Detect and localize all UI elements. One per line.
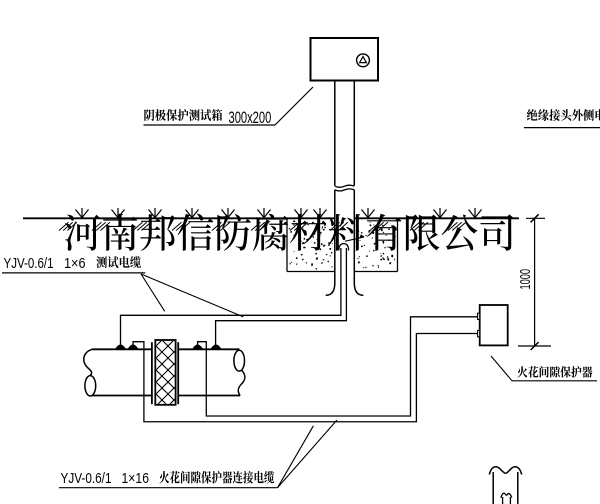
- svg-text:YJV-0.6/1: YJV-0.6/1: [4, 255, 54, 272]
- svg-text:1×16: 1×16: [122, 470, 150, 487]
- svg-text:300x200: 300x200: [229, 108, 272, 127]
- svg-text:1×6: 1×6: [64, 255, 86, 272]
- svg-text:YJV-0.6/1: YJV-0.6/1: [61, 470, 112, 487]
- svg-text:1000: 1000: [517, 269, 534, 290]
